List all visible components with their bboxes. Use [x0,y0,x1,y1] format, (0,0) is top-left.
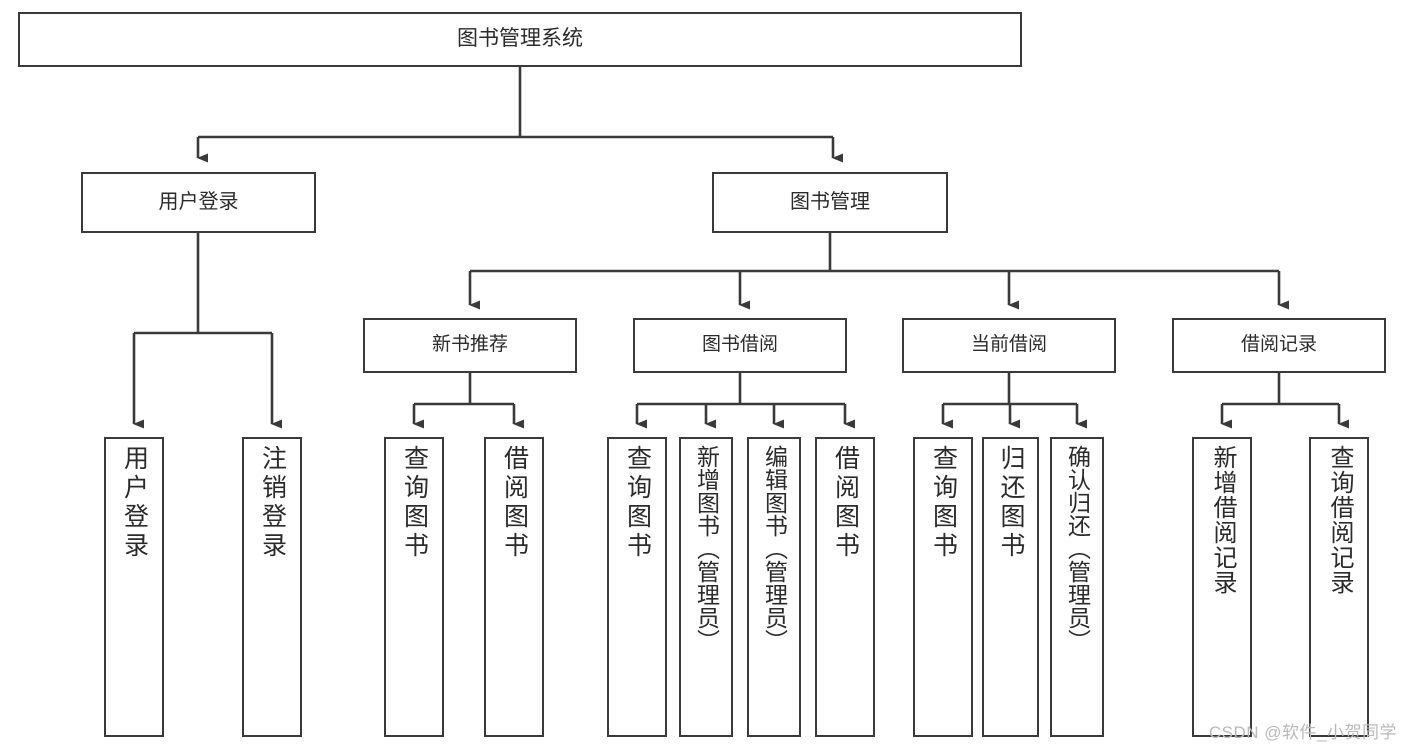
node-user-login[interactable]: 用户登录 [81,172,316,233]
node-label: 查询图书 [623,445,652,561]
leaf-add-book-admin[interactable]: 新增图书（管理员） [679,437,733,737]
node-label: 新书推荐 [431,334,508,356]
leaf-add-borrow-record[interactable]: 新增借阅记录 [1192,437,1252,737]
leaf-query-book-borrow[interactable]: 查询图书 [607,437,667,737]
node-label: 新增借阅记录 [1209,445,1236,595]
leaf-borrow-book-recommend[interactable]: 借阅图书 [484,437,544,737]
node-label: 用户登录 [158,190,239,213]
node-label: 图书管理系统 [457,27,583,51]
node-label: 确认归还（管理员） [1064,445,1091,652]
node-label: 图书管理 [790,190,870,213]
node-label: 注销登录 [258,445,287,561]
leaf-user-logout[interactable]: 注销登录 [242,437,302,737]
node-label: 当前借阅 [970,334,1047,356]
node-label: 归还图书 [997,445,1025,561]
node-book-management[interactable]: 图书管理 [712,172,948,233]
node-new-book-recommend[interactable]: 新书推荐 [363,318,577,373]
leaf-query-book-current[interactable]: 查询图书 [913,437,973,737]
node-label: 借阅图书 [500,445,529,561]
node-book-management-system[interactable]: 图书管理系统 [18,12,1022,67]
node-label: 查询借阅记录 [1326,445,1353,595]
leaf-return-book[interactable]: 归还图书 [982,437,1039,737]
node-label: 借阅图书 [831,445,860,561]
node-label: 查询图书 [400,445,429,561]
watermark: CSDN @软件_小贺同学 [1208,723,1397,742]
node-borrow-record[interactable]: 借阅记录 [1172,318,1386,373]
node-current-borrow[interactable]: 当前借阅 [902,318,1116,373]
leaf-edit-book-admin[interactable]: 编辑图书（管理员） [747,437,801,737]
node-label: 查询图书 [929,445,958,561]
leaf-query-borrow-record[interactable]: 查询借阅记录 [1309,437,1369,737]
leaf-borrow-book[interactable]: 借阅图书 [815,437,875,737]
node-label: 图书借阅 [701,334,778,356]
node-label: 借阅记录 [1240,334,1317,356]
leaf-confirm-return-admin[interactable]: 确认归还（管理员） [1050,437,1104,737]
node-label: 新增图书（管理员） [693,445,720,652]
leaf-query-book-recommend[interactable]: 查询图书 [384,437,444,737]
node-book-borrow[interactable]: 图书借阅 [633,318,847,373]
node-label: 用户登录 [120,445,149,561]
node-label: 编辑图书（管理员） [761,445,788,652]
leaf-user-login[interactable]: 用户登录 [104,437,164,737]
